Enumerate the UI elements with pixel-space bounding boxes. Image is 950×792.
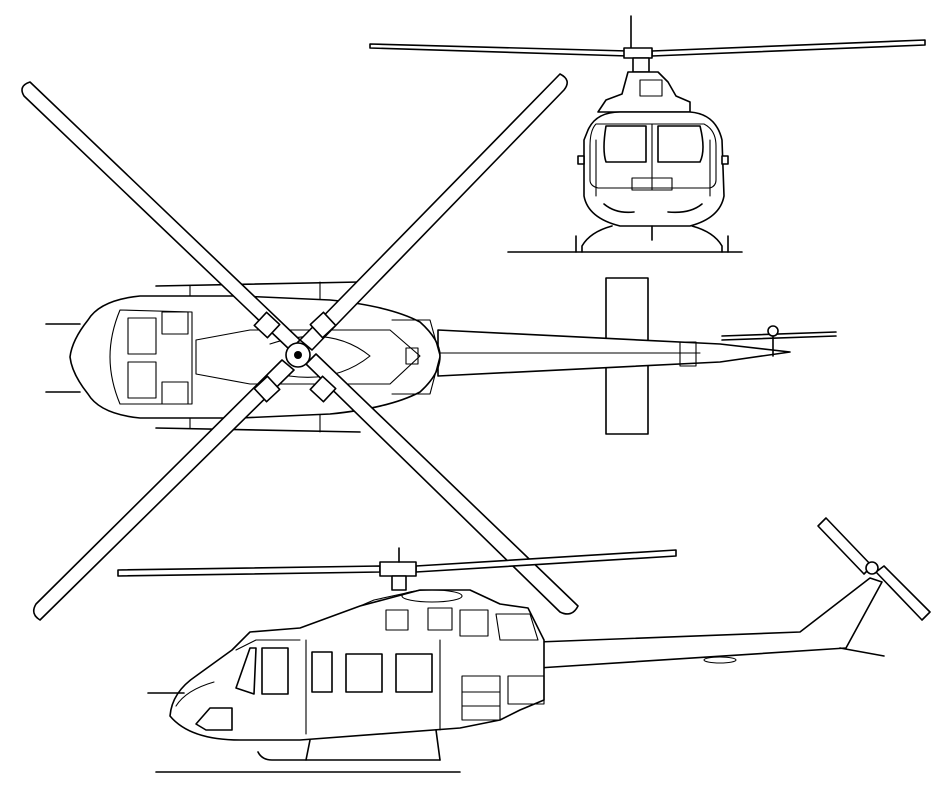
front-cowling — [598, 72, 690, 112]
front-landing-skids — [576, 226, 728, 252]
top-skid-lower — [156, 428, 360, 432]
top-tail-rotor — [722, 326, 836, 356]
side-tail-boom — [538, 578, 882, 668]
side-main-rotor — [118, 548, 676, 590]
side-tail-rotor — [818, 518, 930, 620]
side-view — [118, 518, 930, 772]
side-landing-skids — [258, 730, 440, 760]
front-fuselage — [584, 112, 724, 226]
top-view — [22, 74, 836, 620]
top-main-rotor — [22, 74, 578, 620]
top-skid-upper — [156, 282, 360, 286]
front-main-rotor — [370, 16, 925, 72]
front-view — [370, 16, 925, 252]
